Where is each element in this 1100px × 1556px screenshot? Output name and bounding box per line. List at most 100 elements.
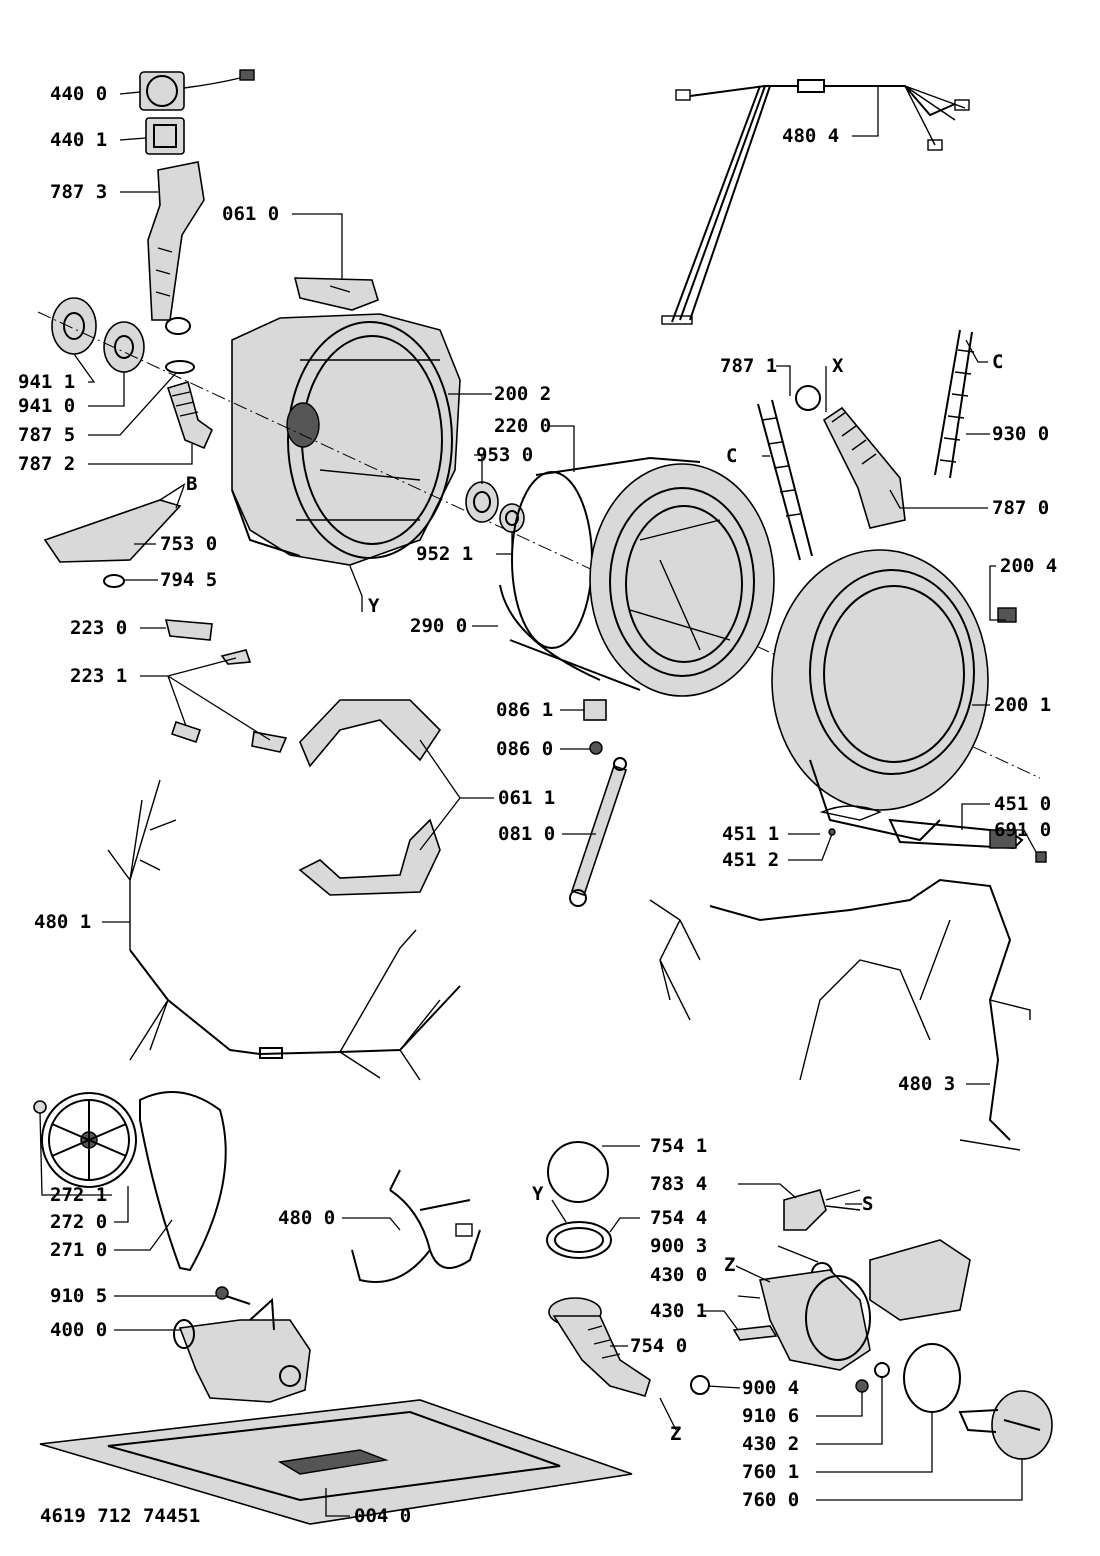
part-440-0-fan: [139, 69, 255, 111]
part-223-1-a: [220, 649, 252, 665]
label-753-0: 753 0: [160, 533, 217, 555]
label-y-1: Y: [368, 595, 380, 617]
part-004-0-base-plate: [39, 1399, 633, 1525]
label-794-5: 794 5: [160, 569, 217, 591]
part-labels: 440 0 440 1 787 3 061 0 480 4 941 1 941 …: [18, 83, 1057, 1527]
part-787-5-clip: [165, 360, 195, 374]
part-223-0: [164, 619, 213, 641]
part-220-0-drum: [509, 456, 775, 697]
part-451-0-heater: [888, 818, 1024, 850]
label-480-4: 480 4: [782, 125, 839, 147]
label-754-0: 754 0: [630, 1335, 687, 1357]
label-440-1: 440 1: [50, 129, 107, 151]
label-430-1: 430 1: [650, 1300, 707, 1322]
label-086-1: 086 1: [496, 699, 553, 721]
part-787-2-hose: [166, 380, 213, 450]
label-440-0: 440 0: [50, 83, 107, 105]
label-451-1: 451 1: [722, 823, 779, 845]
label-223-1: 223 1: [70, 665, 127, 687]
label-430-2: 430 2: [742, 1433, 799, 1455]
document-number: 4619 712 74451: [40, 1505, 200, 1527]
part-953-0-seal: [465, 481, 499, 523]
part-787-0-bellows: [822, 406, 906, 529]
label-941-0: 941 0: [18, 395, 75, 417]
label-223-0: 223 0: [70, 617, 127, 639]
part-760-0-filter-cap: [958, 1390, 1053, 1460]
label-953-0: 953 0: [476, 444, 533, 466]
part-910-6: [855, 1379, 869, 1393]
label-290-0: 290 0: [410, 615, 467, 637]
part-783-4-elbow: [783, 1189, 827, 1231]
part-754-1-filter-disc: [547, 1141, 609, 1203]
part-900-4-clip: [690, 1375, 710, 1395]
label-952-1: 952 1: [416, 543, 473, 565]
part-451-1: [819, 805, 882, 821]
label-787-5: 787 5: [18, 424, 75, 446]
label-200-2: 200 2: [494, 383, 551, 405]
part-400-0-motor: [173, 1297, 311, 1403]
part-753-0-dispenser: [43, 483, 186, 588]
part-200-1-front-tub: [771, 549, 989, 842]
label-760-0: 760 0: [742, 1489, 799, 1511]
part-c-hose: [757, 399, 813, 561]
label-480-3: 480 3: [898, 1073, 955, 1095]
label-061-0: 061 0: [222, 203, 279, 225]
label-783-4: 783 4: [650, 1173, 707, 1195]
label-787-0: 787 0: [992, 497, 1049, 519]
label-271-0: 271 0: [50, 1239, 107, 1261]
label-z-2: Z: [670, 1423, 681, 1445]
label-910-5: 910 5: [50, 1285, 107, 1307]
part-760-1-ring: [903, 1343, 961, 1413]
label-x: X: [832, 355, 844, 377]
label-941-1: 941 1: [18, 371, 75, 393]
part-430-2: [874, 1362, 890, 1378]
part-272-0-pulley: [41, 1092, 137, 1188]
label-s: S: [862, 1193, 873, 1215]
label-900-4: 900 4: [742, 1377, 799, 1399]
label-760-1: 760 1: [742, 1461, 799, 1483]
part-223-1-b: [170, 720, 202, 744]
label-754-1: 754 1: [650, 1135, 707, 1157]
label-081-0: 081 0: [498, 823, 555, 845]
part-794-5-ring: [103, 574, 125, 588]
part-081-0-shock-absorber: [569, 757, 628, 907]
label-787-1: 787 1: [720, 355, 777, 377]
label-220-0: 220 0: [494, 415, 551, 437]
label-754-4: 754 4: [650, 1207, 707, 1229]
label-451-0: 451 0: [994, 793, 1051, 815]
part-480-1-harness: [107, 779, 461, 1081]
part-223-1-c: [251, 731, 288, 753]
label-z-1: Z: [724, 1254, 735, 1276]
label-c-1: C: [992, 351, 1003, 373]
label-480-1: 480 1: [34, 911, 91, 933]
part-480-0-harness: [351, 1169, 481, 1283]
part-200-2-rear-tub: [231, 313, 461, 566]
part-061-0-counterweight: [293, 277, 379, 311]
label-086-0: 086 0: [496, 738, 553, 760]
label-480-0: 480 0: [278, 1207, 335, 1229]
part-430-1: [732, 1325, 778, 1341]
part-754-0-sump-hose: [548, 1297, 651, 1397]
label-200-1: 200 1: [994, 694, 1051, 716]
label-061-1: 061 1: [498, 787, 555, 809]
part-200-4: [997, 607, 1017, 623]
part-787-1-clip: [795, 385, 821, 411]
label-y-2: Y: [532, 1183, 544, 1205]
label-910-6: 910 6: [742, 1405, 799, 1427]
label-451-2: 451 2: [722, 849, 779, 871]
part-480-3-harness: [649, 878, 1031, 1151]
part-271-0-belt: [139, 1091, 227, 1272]
part-290-0-wire: [499, 584, 601, 681]
part-440-1-filter: [145, 117, 185, 155]
label-787-3: 787 3: [50, 181, 107, 203]
label-004-0: 004 0: [354, 1505, 411, 1527]
label-691-0: 691 0: [994, 819, 1051, 841]
label-400-0: 400 0: [50, 1319, 107, 1341]
label-b: B: [186, 473, 197, 495]
label-930-0: 930 0: [992, 423, 1049, 445]
part-691-0: [1035, 851, 1047, 863]
label-200-4: 200 4: [1000, 555, 1057, 577]
part-754-4-ring: [546, 1221, 612, 1259]
label-272-1: 272 1: [50, 1184, 107, 1206]
